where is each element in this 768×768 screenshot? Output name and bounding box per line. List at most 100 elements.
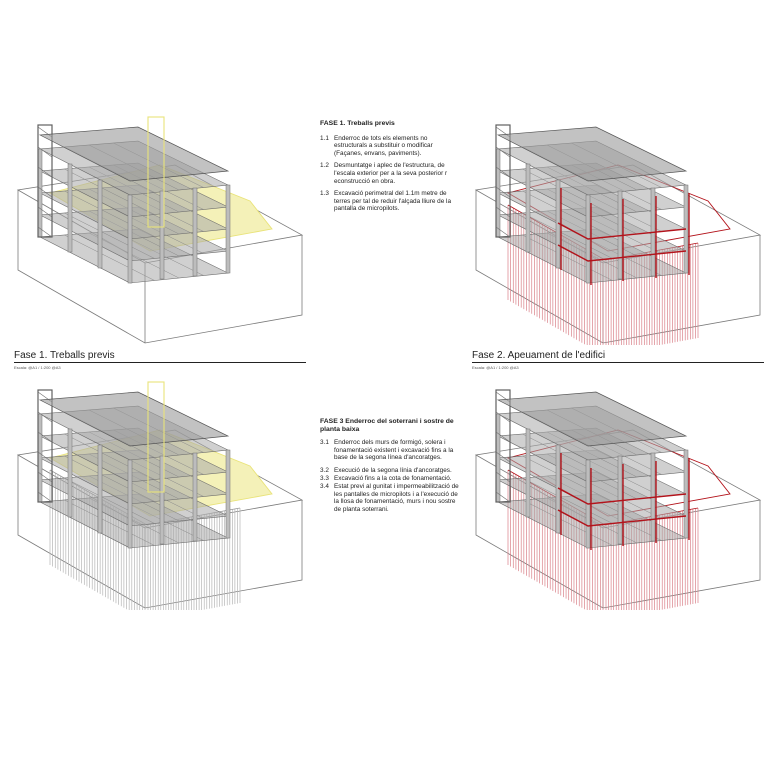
column	[525, 428, 531, 518]
building-frame	[495, 124, 689, 284]
note-item: 3.3 Excavació fins a la cota de fonamenta…	[320, 475, 460, 483]
fase3-notes: FASE 3 Enderroc del soterrani i sostre d…	[320, 418, 460, 519]
note-item: 3.2 Execució de la segona línia d'ancorat…	[320, 467, 460, 475]
column	[97, 179, 103, 269]
stair-flight	[495, 431, 511, 443]
column	[225, 449, 231, 539]
micropile-screen	[49, 469, 241, 610]
slab-beam	[522, 212, 613, 259]
fase1-notes: FASE 1. Treballs previs 1.1 Enderroc de t…	[320, 120, 460, 218]
column	[495, 413, 501, 503]
note-number: 3.2	[320, 466, 329, 474]
column	[159, 455, 165, 545]
note-text: Excavació perimetral del 1.1m metre de t…	[334, 190, 452, 213]
stair-flight	[37, 166, 53, 178]
column	[159, 190, 165, 280]
note-item: 3.4 Estat previ al gunitat i impermeabili…	[320, 483, 460, 513]
note-item: 1.1 Enderroc de tots els elements no estr…	[320, 135, 460, 158]
stair-flight	[37, 186, 53, 198]
stair-flight	[495, 166, 511, 178]
slab-beam	[522, 477, 613, 524]
note-text: Execució de la segona línia d'ancoratges…	[334, 466, 452, 474]
fase4-axonometric-drawing	[468, 370, 768, 610]
stair-flight	[37, 226, 53, 238]
stair-flight	[37, 431, 53, 443]
slab-beam	[64, 234, 155, 281]
slab-beam	[64, 168, 155, 215]
note-text: Enderroc dels murs de formigó, solera i …	[334, 439, 454, 462]
column	[67, 428, 73, 518]
column	[192, 187, 198, 277]
highlighted-structure	[557, 453, 690, 550]
stair-tower	[37, 389, 53, 503]
axonometric-svg	[474, 124, 762, 345]
building-frame	[37, 124, 231, 284]
axonometric-svg	[16, 381, 304, 610]
stair-flight	[495, 471, 511, 483]
highlighted-structure	[147, 381, 165, 493]
fase1-caption-rule	[14, 362, 306, 363]
stair-tower	[495, 124, 511, 238]
fase1-notes-heading: FASE 1. Treballs previs	[320, 120, 395, 127]
exterior-stair-outline	[147, 381, 165, 493]
stair-flight	[37, 491, 53, 503]
note-text: Estat previ al gunitat i impermeabilitza…	[334, 483, 459, 513]
fase3-axonometric-drawing	[10, 370, 310, 610]
axonometric-svg	[16, 116, 304, 344]
slab-beam	[522, 234, 613, 281]
fase1-scale: Escala: @A1 / 1:200 @A3	[14, 365, 61, 370]
exterior-stair-outline	[147, 116, 165, 228]
stair-flight	[37, 206, 53, 218]
note-number: 3.1	[320, 439, 329, 447]
column	[67, 163, 73, 253]
stair-flight	[495, 491, 511, 503]
stair-flight	[495, 226, 511, 238]
stair-flight	[495, 206, 511, 218]
column	[192, 452, 198, 542]
stair-flight	[495, 146, 511, 158]
fase1-axonometric-drawing	[10, 105, 310, 345]
note-item: 1.3 Excavació perimetral del 1.1m metre d…	[320, 190, 460, 213]
roof-slab	[38, 391, 230, 447]
fase2-caption-rule	[472, 362, 764, 363]
note-number: 1.3	[320, 190, 329, 198]
fase2-caption: Fase 2. Apeuament de l'edifici	[472, 350, 606, 361]
stair-tower	[495, 389, 511, 503]
fase2-scale: Escala: @A1 / 1:200 @A3	[472, 365, 519, 370]
axonometric-svg	[474, 389, 762, 610]
note-number: 1.2	[320, 162, 329, 170]
note-number: 3.3	[320, 475, 329, 483]
roof-slab	[496, 126, 688, 182]
slab-beam	[522, 455, 613, 502]
slab-beam	[522, 168, 613, 215]
slab-beam	[522, 499, 613, 546]
column	[127, 194, 133, 284]
slab-beam	[64, 477, 155, 524]
fase1-caption: Fase 1. Treballs previs	[14, 350, 115, 361]
stair-flight	[495, 186, 511, 198]
slab-beam	[522, 190, 613, 237]
shoring-beam	[557, 509, 687, 527]
note-number: 3.4	[320, 483, 329, 491]
roof-slab	[38, 126, 230, 182]
stair-flight	[37, 411, 53, 423]
column	[525, 163, 531, 253]
stair-flight	[495, 451, 511, 463]
note-text: Excavació fins a la cota de fonamentació…	[334, 475, 452, 483]
roof-slab	[496, 391, 688, 447]
shoring-beam	[557, 487, 687, 505]
column	[225, 184, 231, 274]
shoring-beam	[557, 244, 687, 262]
slab-beam	[522, 433, 613, 480]
slab-beam	[64, 433, 155, 480]
fase3-notes-heading: FASE 3 Enderroc del soterrani i sostre d…	[320, 418, 454, 433]
building-frame	[495, 389, 689, 549]
stair-flight	[37, 146, 53, 158]
slab-beam	[64, 455, 155, 502]
slab-beam	[64, 190, 155, 237]
note-text: Enderroc de tots els elements no estruct…	[334, 134, 433, 157]
highlighted-structure	[557, 188, 690, 285]
column	[495, 148, 501, 238]
note-item: 3.1 Enderroc dels murs de formigó, solera…	[320, 439, 460, 462]
note-number: 1.1	[320, 134, 329, 142]
